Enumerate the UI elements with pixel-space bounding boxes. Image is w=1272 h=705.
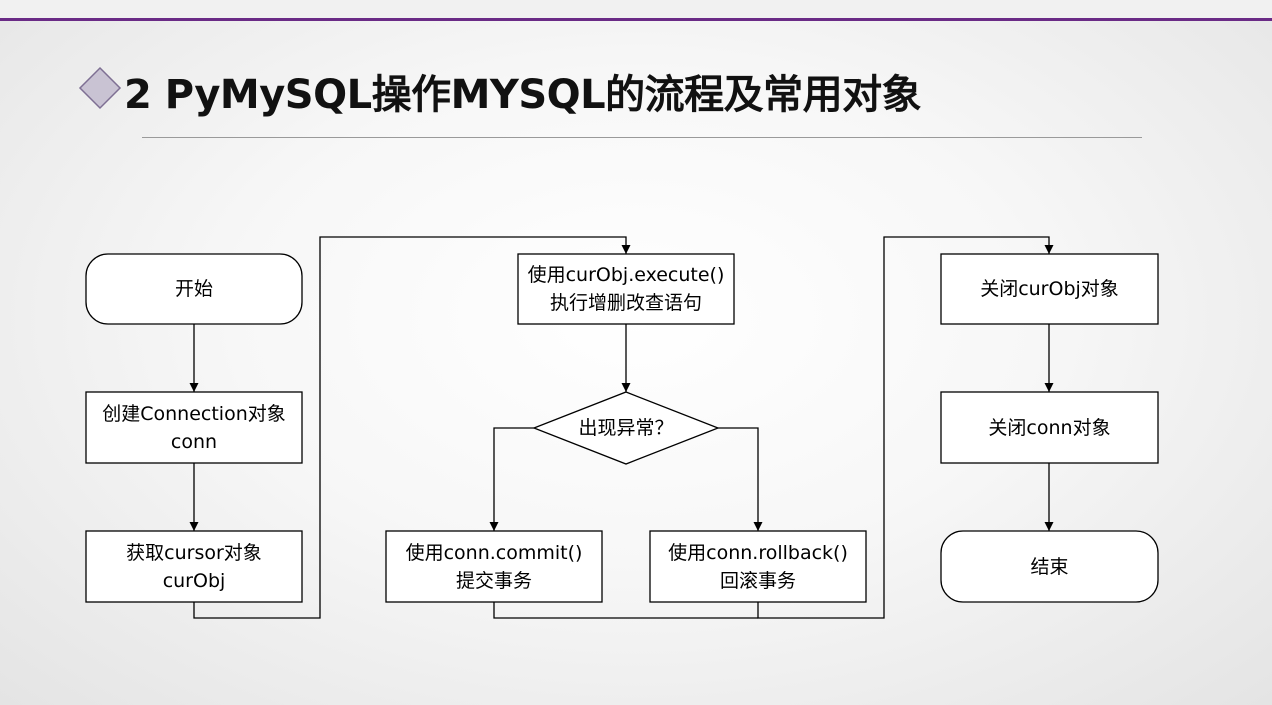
accent-bar — [0, 18, 1272, 21]
get-cursor-box — [85, 530, 303, 603]
create-connection-box — [85, 391, 303, 464]
rollback-box — [649, 530, 867, 603]
diamond-bullet-icon — [78, 66, 122, 110]
edge-commit-merge — [493, 602, 758, 619]
end-terminal — [940, 530, 1159, 603]
exception-decision — [532, 391, 720, 465]
edge-decision-to-rollback — [718, 427, 763, 531]
top-band — [0, 0, 1272, 18]
start-terminal — [85, 253, 303, 325]
close-cursor-box — [940, 253, 1159, 325]
title-divider — [142, 137, 1142, 138]
page-title: 2 PyMySQL操作MYSQL的流程及常用对象 — [124, 72, 922, 118]
edge-rollback-to-close-cursor — [757, 236, 1054, 619]
close-conn-box — [940, 391, 1159, 464]
edge-decision-to-commit — [489, 427, 534, 531]
execute-box — [517, 253, 735, 325]
edge-cursor-to-execute — [193, 236, 631, 619]
commit-box — [385, 530, 603, 603]
